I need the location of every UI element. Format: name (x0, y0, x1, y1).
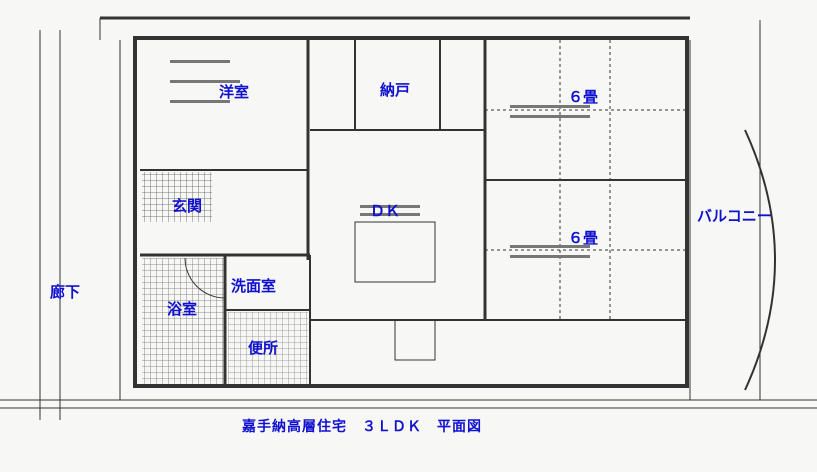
plan-title: 嘉手納高層住宅 ３ＬＤＫ 平面図 (242, 419, 482, 435)
toilet-tiles (228, 312, 308, 384)
room-label-toilet: 便所 (248, 339, 279, 357)
room-label-storage: 納戸 (380, 81, 411, 99)
room-label-washroom: 洗面室 (231, 277, 277, 295)
room-label-entrance: 玄関 (172, 197, 203, 215)
room-label-western-room: 洋室 (219, 83, 250, 101)
room-label-dk: ＤＫ (370, 202, 401, 220)
outer-wall (133, 36, 689, 388)
entrance-tiles (142, 172, 212, 222)
room-label-tatami-top: ６畳 (568, 88, 599, 106)
room-label-tatami-bottom: ６畳 (568, 229, 599, 247)
bathroom-tiles (142, 258, 224, 384)
room-label-balcony: バルコニー (697, 207, 772, 225)
room-label-corridor: 廊下 (50, 283, 81, 301)
room-label-bathroom: 浴室 (167, 300, 198, 318)
